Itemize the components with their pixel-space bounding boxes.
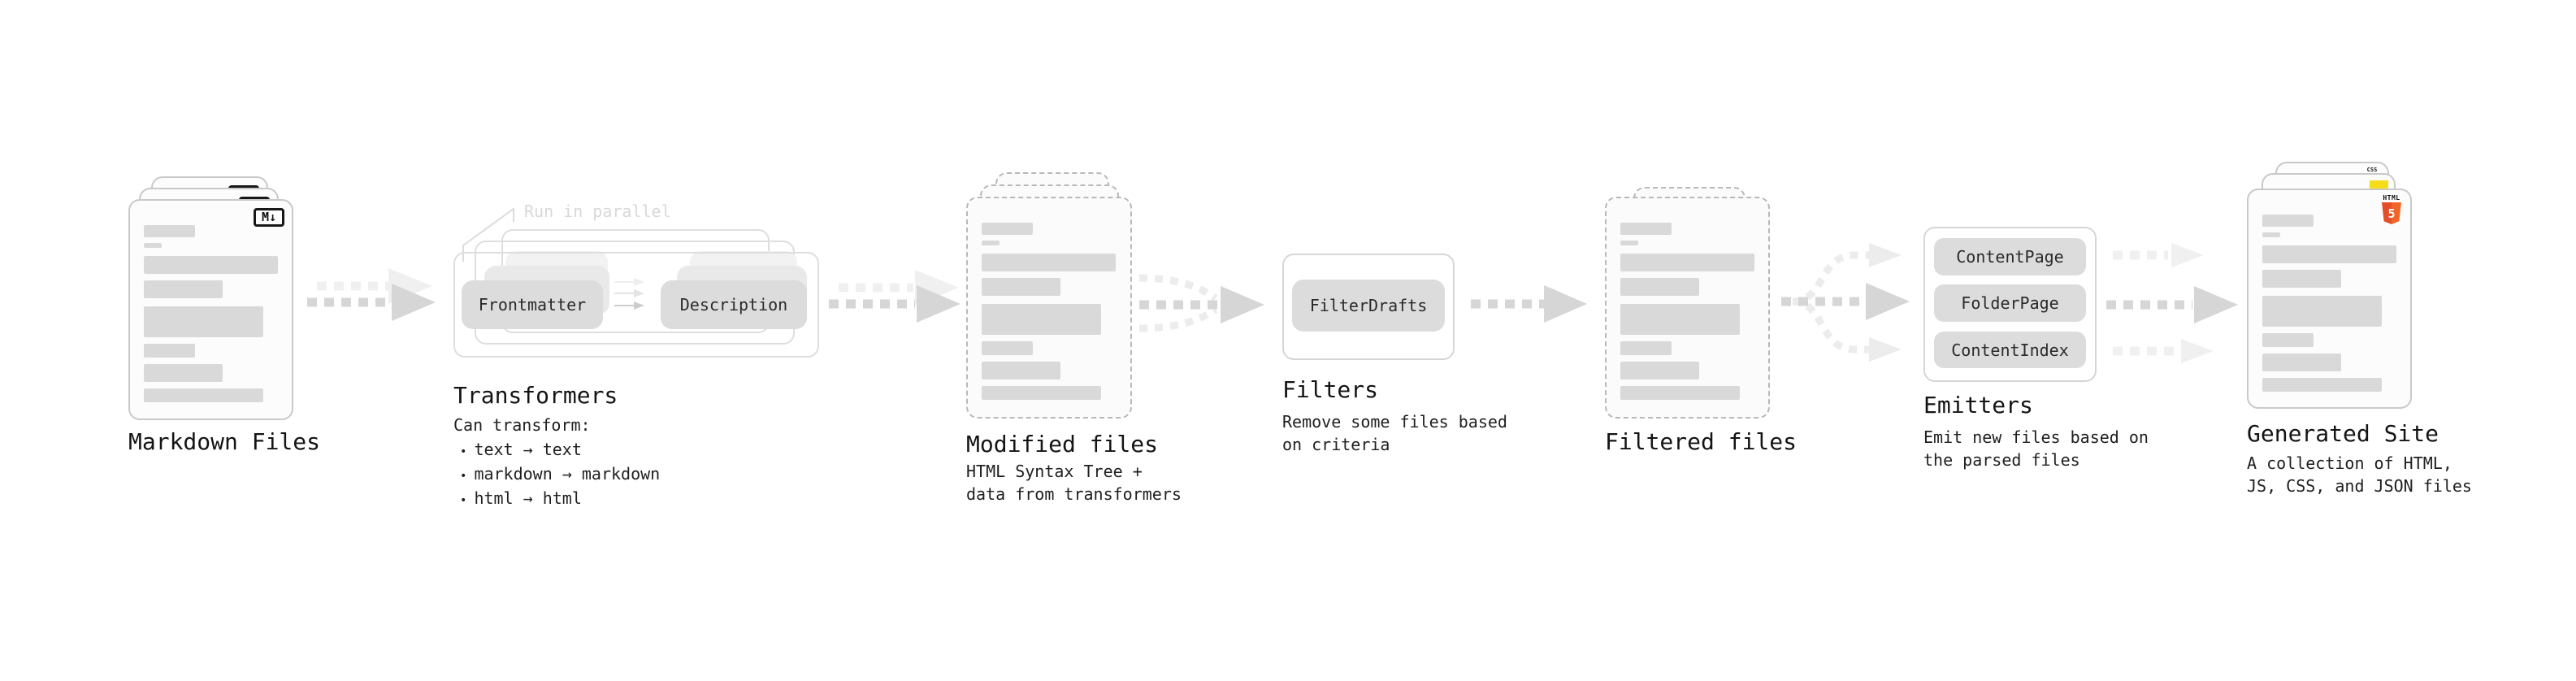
emitters-caption: Emit new files based on the parsed files (1923, 427, 2149, 470)
bullet-text: html → html (474, 488, 582, 508)
markdown-icon: M↓ (254, 208, 284, 227)
bullet-item: • markdown → markdown (460, 463, 660, 488)
site-file-card-html: HTML 5 (2247, 189, 2412, 409)
bullet-text: text → text (474, 440, 582, 459)
html5-icon: HTML 5 (2381, 194, 2402, 224)
arrow-transformers-to-modified (829, 270, 961, 323)
arrow-modified-to-filters (1138, 274, 1264, 332)
arrow-markdown-to-transformers (307, 268, 436, 321)
transformers-label: Transformers (453, 382, 618, 409)
js-icon (2370, 180, 2388, 191)
generated-site-label: Generated Site (2247, 420, 2439, 447)
html5-icon-word: HTML (2383, 194, 2400, 202)
modified-files-caption: HTML Syntax Tree + data from transformer… (966, 462, 1182, 504)
markdown-file-card-front: M↓ (128, 199, 293, 420)
filterdrafts-pill: FilterDrafts (1292, 280, 1445, 332)
description-pill: Description (661, 280, 807, 329)
contentindex-pill: ContentIndex (1934, 332, 2086, 368)
emitters-label: Emitters (1923, 392, 2033, 419)
html5-icon-shield: 5 (2382, 202, 2401, 224)
frontmatter-pill: Frontmatter (462, 280, 603, 329)
filtered-files-label: Filtered files (1605, 428, 1798, 455)
folderpage-pill: FolderPage (1934, 284, 2086, 322)
filtered-file-card-front (1605, 197, 1770, 419)
filters-label: Filters (1282, 376, 1379, 403)
bullet-marker: • (460, 445, 467, 458)
bullet-item: • text → text (460, 439, 660, 463)
markdown-files-label: Markdown Files (128, 428, 321, 455)
generated-site-caption: A collection of HTML, JS, CSS, and JSON … (2247, 453, 2472, 496)
run-in-parallel-annotation: Run in parallel (524, 202, 671, 221)
modified-file-card-front (966, 197, 1132, 419)
bullet-text: markdown → markdown (474, 464, 661, 484)
bullet-marker: • (460, 470, 467, 483)
contentpage-pill: ContentPage (1934, 238, 2086, 275)
modified-files-label: Modified files (966, 431, 1159, 458)
transformer-run-box-front (453, 252, 819, 358)
transformers-bullet-list: • text → text • markdown → markdown • html … (460, 439, 660, 512)
arrow-emitters-to-site (2106, 243, 2238, 363)
arrow-filters-to-filtered (1471, 285, 1587, 323)
bullet-marker: • (460, 494, 467, 507)
filters-caption: Remove some files based on criteria (1282, 412, 1507, 454)
transformers-caption: Can transform: (453, 415, 591, 435)
bullet-item: • html → html (460, 488, 660, 512)
arrow-filtered-to-emitters (1781, 243, 1910, 362)
